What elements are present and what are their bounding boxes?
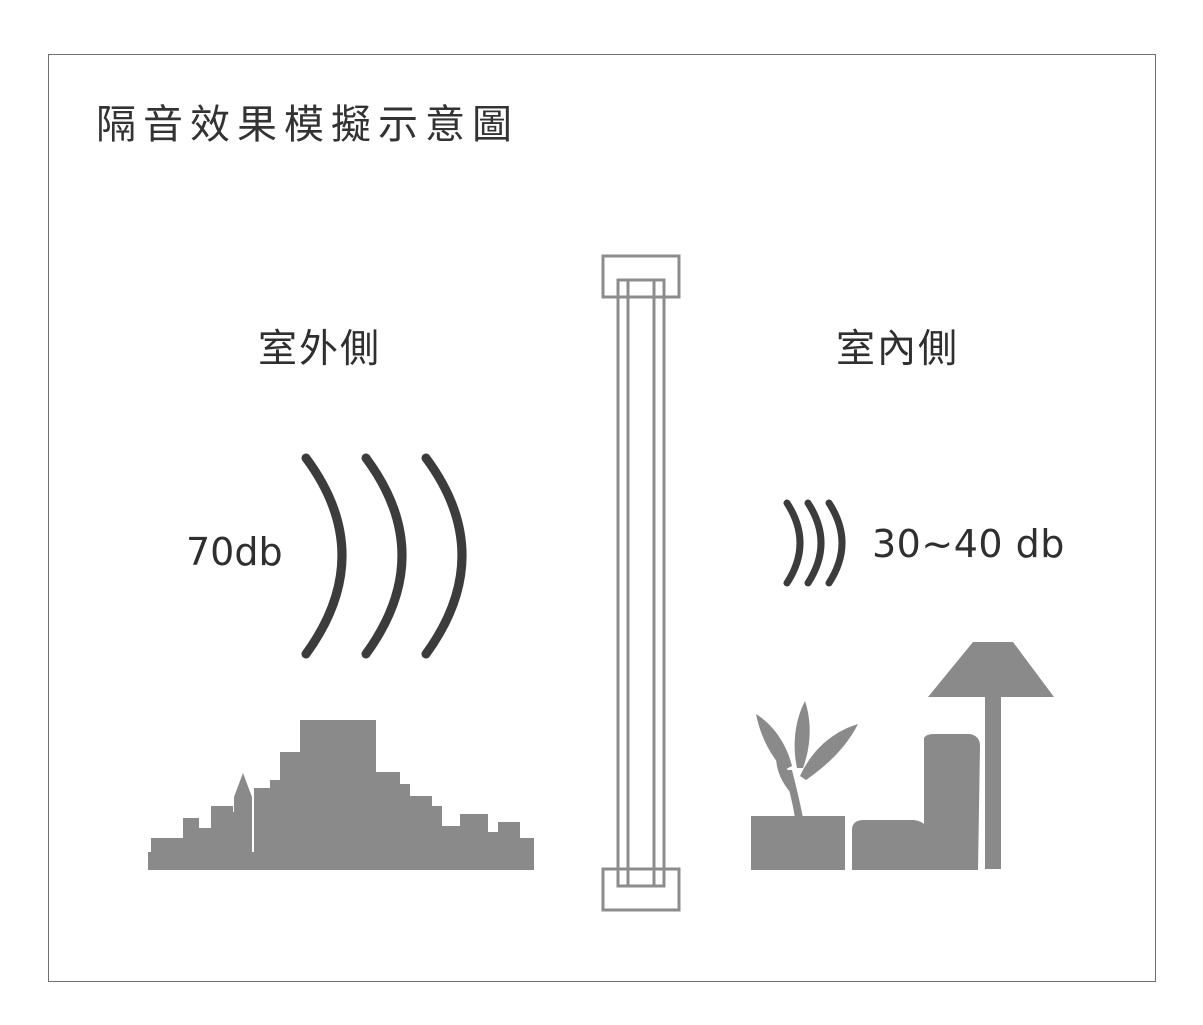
indoor-wave-arc-3 <box>825 499 846 587</box>
potted-plant-icon <box>751 701 858 870</box>
indoor-sound-waves-icon <box>783 499 846 587</box>
window-outer-pane <box>616 278 666 888</box>
floor-lamp-icon <box>928 642 1054 869</box>
sofa-chair-icon <box>852 734 980 870</box>
diagram-title: 隔音效果模擬示意圖 <box>96 102 519 148</box>
outdoor-side-label: 室外側 <box>258 327 382 372</box>
outdoor-wave-arc-1 <box>301 453 347 659</box>
outdoor-wave-arc-2 <box>361 453 407 659</box>
indoor-noise-level: 30~40 db <box>872 522 1065 566</box>
outdoor-wave-arc-3 <box>421 453 467 659</box>
window-cross-section-icon <box>601 254 681 912</box>
city-skyline-icon <box>148 720 534 870</box>
outdoor-noise-level: 70db <box>186 530 283 574</box>
diagram-frame <box>48 54 1156 982</box>
indoor-side-label: 室內側 <box>836 327 960 372</box>
indoor-wave-arc-2 <box>804 499 825 587</box>
indoor-wave-arc-1 <box>783 499 804 587</box>
outdoor-sound-waves-icon <box>301 453 467 659</box>
